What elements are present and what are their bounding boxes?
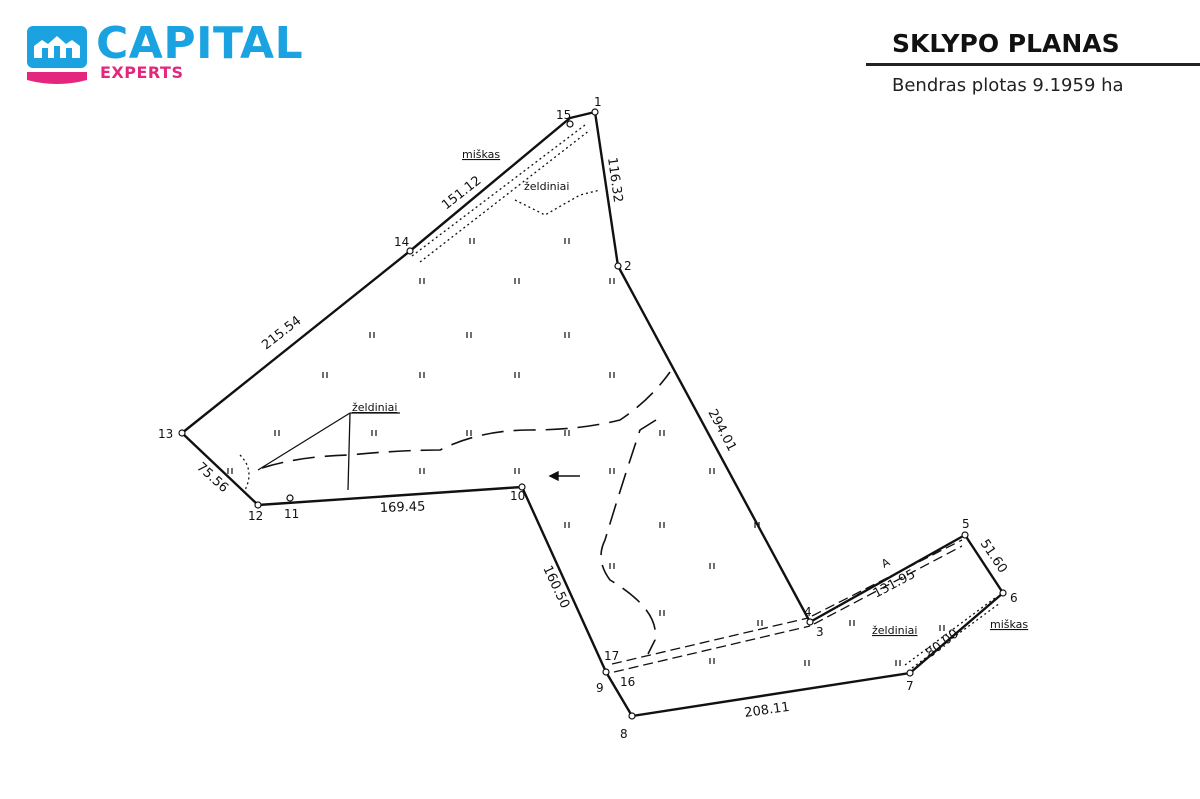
- dimension-label: 116.32: [604, 156, 625, 203]
- greenery-hatch: [709, 658, 715, 664]
- greenery-hatch: [466, 332, 472, 338]
- greenery-hatch: [564, 522, 570, 528]
- forest-note: miškas: [990, 618, 1028, 631]
- dimension-label: 80.00: [923, 626, 962, 661]
- greenery-hatch: [227, 468, 233, 474]
- greenery-hatch: [564, 430, 570, 436]
- point-label: 6: [1010, 591, 1018, 605]
- greenery-hatch: [466, 430, 472, 436]
- capital-experts-logo: CAPITAL EXPERTS: [12, 10, 303, 84]
- area-notes: miškas želdiniai želdiniai želdiniai miš…: [352, 148, 1028, 637]
- greenery-note: želdiniai: [352, 401, 397, 414]
- greenery-hatch: [322, 372, 328, 378]
- greenery-hatch: [609, 372, 615, 378]
- point-label: 14: [394, 235, 409, 249]
- direction-arrow: [548, 470, 580, 482]
- internal-dashed-lines: [261, 371, 671, 655]
- greenery-outline-left: [257, 412, 400, 491]
- point-label: 12: [248, 509, 263, 523]
- dimension-label: 131.95: [871, 567, 918, 602]
- brand-name: CAPITAL: [96, 18, 304, 69]
- greenery-hatch: [369, 332, 375, 338]
- greenery-hatch: [709, 468, 715, 474]
- road-marker: A: [879, 555, 892, 570]
- greenery-hatch: [419, 278, 425, 284]
- point-label: 3: [816, 625, 824, 639]
- point-label: 17: [604, 649, 619, 663]
- greenery-hatch: [419, 468, 425, 474]
- forest-note: miškas: [462, 148, 500, 161]
- point-label: 7: [906, 679, 914, 693]
- point-label: 8: [620, 727, 628, 741]
- house-logo-icon: [27, 26, 87, 84]
- dimension-label: 169.45: [380, 499, 426, 516]
- dimension-label: 208.11: [743, 700, 790, 721]
- greenery-hatch: [895, 660, 901, 666]
- greenery-hatch: [564, 238, 570, 244]
- forest-edge-lines: [239, 124, 1001, 669]
- greenery-hatch: [514, 372, 520, 378]
- greenery-hatch: [514, 278, 520, 284]
- greenery-hatch: [564, 332, 570, 338]
- point-label: 2: [624, 259, 632, 273]
- greenery-hatch: [469, 238, 475, 244]
- title-divider: [866, 63, 1200, 66]
- greenery-hatch: [659, 430, 665, 436]
- greenery-hatch: [754, 522, 760, 528]
- dimension-label: 294.01: [704, 407, 739, 454]
- greenery-hatch: [609, 468, 615, 474]
- point-label: 13: [158, 427, 173, 441]
- point-label: 16: [620, 675, 635, 689]
- greenery-hatch: [709, 563, 715, 569]
- total-area-label: Bendras plotas 9.1959 ha: [892, 75, 1124, 96]
- greenery-hatch: [274, 430, 280, 436]
- point-label: 5: [962, 517, 970, 531]
- greenery-note: želdiniai: [872, 624, 917, 637]
- greenery-hatch: [609, 278, 615, 284]
- greenery-hatch-marks: [227, 238, 945, 666]
- dimension-label: 75.56: [193, 460, 231, 496]
- point-label: 11: [284, 507, 299, 521]
- plot-boundary: [180, 110, 1005, 718]
- brand-tagline: EXPERTS: [100, 63, 184, 82]
- greenery-hatch: [757, 620, 763, 626]
- greenery-hatch: [514, 468, 520, 474]
- greenery-hatch: [659, 522, 665, 528]
- greenery-hatch: [849, 620, 855, 626]
- road-lines: [611, 539, 963, 673]
- corner-markers: [178, 108, 1007, 720]
- point-label: 4: [804, 605, 812, 619]
- point-label: 1: [594, 95, 602, 109]
- dimension-label: 215.54: [259, 313, 304, 353]
- dimension-label: 51.60: [977, 537, 1010, 576]
- greenery-hatch: [419, 372, 425, 378]
- greenery-hatch: [371, 430, 377, 436]
- greenery-hatch: [659, 610, 665, 616]
- greenery-note: želdiniai: [524, 180, 569, 193]
- point-label: 15: [556, 108, 571, 122]
- point-label: 9: [596, 681, 604, 695]
- greenery-hatch: [804, 660, 810, 666]
- page-title: SKLYPO PLANAS: [892, 29, 1120, 58]
- point-labels: 1 2 3 4 5 6 7 8 9 10 11 12 13 14 15 16 1…: [158, 95, 1018, 741]
- greenery-hatch: [939, 625, 945, 631]
- point-label: 10: [510, 489, 525, 503]
- greenery-hatch: [609, 563, 615, 569]
